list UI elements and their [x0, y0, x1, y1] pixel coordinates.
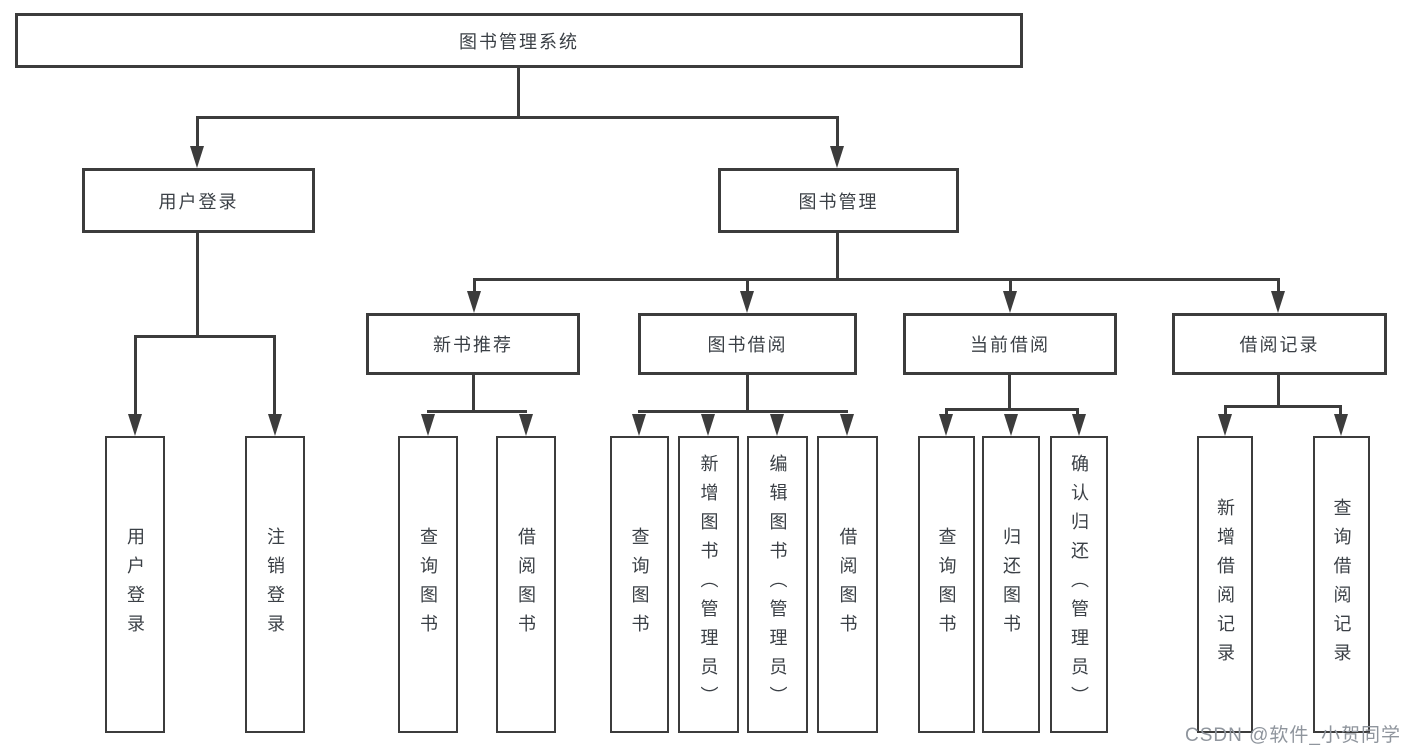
connector-arrowhead: [190, 146, 204, 168]
connector-arrowhead: [770, 414, 784, 436]
connector-line: [273, 335, 276, 415]
connector-line: [1277, 278, 1280, 294]
connector-line: [517, 68, 520, 118]
leaf-borrow-books: 借阅图书: [817, 436, 878, 733]
node-book-management: 图书管理: [718, 168, 959, 233]
connector-line: [836, 116, 839, 148]
connector-arrowhead: [421, 414, 435, 436]
connector-line: [1277, 375, 1280, 407]
leaf-user-login: 用户登录: [105, 436, 165, 733]
connector-line: [473, 278, 1280, 281]
connector-arrowhead: [1072, 414, 1086, 436]
connector-line: [945, 408, 1079, 411]
connector-arrowhead: [519, 414, 533, 436]
node-new-book-recommendation: 新书推荐: [366, 313, 580, 375]
connector-arrowhead: [840, 414, 854, 436]
leaf-return-books: 归还图书: [982, 436, 1040, 733]
leaf-query-books: 查询图书: [398, 436, 458, 733]
connector-arrowhead: [632, 414, 646, 436]
leaf-logout: 注销登录: [245, 436, 305, 733]
connector-arrowhead: [467, 291, 481, 313]
connector-arrowhead: [1334, 414, 1348, 436]
connector-line: [134, 335, 137, 415]
connector-line: [746, 375, 749, 412]
connector-line: [196, 233, 199, 337]
leaf-edit-books-admin: 编辑图书（管理员）: [747, 436, 808, 733]
connector-arrowhead: [268, 414, 282, 436]
connector-line: [1076, 408, 1079, 416]
connector-line: [1009, 278, 1012, 294]
leaf-query-borrowing-record: 查询借阅记录: [1313, 436, 1370, 733]
csdn-watermark: CSDN @软件_小贺同学: [1185, 725, 1401, 746]
leaf-query-books: 查询图书: [610, 436, 669, 733]
connector-line: [746, 278, 749, 294]
connector-arrowhead: [1218, 414, 1232, 436]
leaf-confirm-return-admin: 确认归还（管理员）: [1050, 436, 1108, 733]
connector-line: [836, 233, 839, 280]
connector-line: [945, 408, 948, 416]
connector-arrowhead: [740, 291, 754, 313]
connector-arrowhead: [701, 414, 715, 436]
connector-line: [1224, 405, 1342, 408]
leaf-add-borrowing-record: 新增借阅记录: [1197, 436, 1253, 733]
connector-line: [638, 410, 848, 413]
connector-line: [196, 116, 839, 119]
connector-line: [1224, 405, 1227, 417]
connector-line: [473, 278, 476, 294]
connector-arrowhead: [128, 414, 142, 436]
connector-arrowhead: [1271, 291, 1285, 313]
connector-arrowhead: [830, 146, 844, 168]
connector-line: [196, 116, 199, 148]
node-book-borrowing: 图书借阅: [638, 313, 857, 375]
connector-line: [1339, 405, 1342, 417]
node-library-management-system: 图书管理系统: [15, 13, 1023, 68]
node-borrowing-records: 借阅记录: [1172, 313, 1387, 375]
connector-arrowhead: [1003, 291, 1017, 313]
node-current-borrowing: 当前借阅: [903, 313, 1117, 375]
connector-arrowhead: [939, 414, 953, 436]
leaf-borrow-books: 借阅图书: [496, 436, 556, 733]
leaf-query-books: 查询图书: [918, 436, 975, 733]
connector-arrowhead: [1004, 414, 1018, 436]
connector-line: [1008, 375, 1011, 410]
node-user-login: 用户登录: [82, 168, 315, 233]
connector-line: [134, 335, 276, 338]
connector-line: [427, 410, 527, 413]
leaf-add-books-admin: 新增图书（管理员）: [678, 436, 739, 733]
connector-line: [472, 375, 475, 412]
